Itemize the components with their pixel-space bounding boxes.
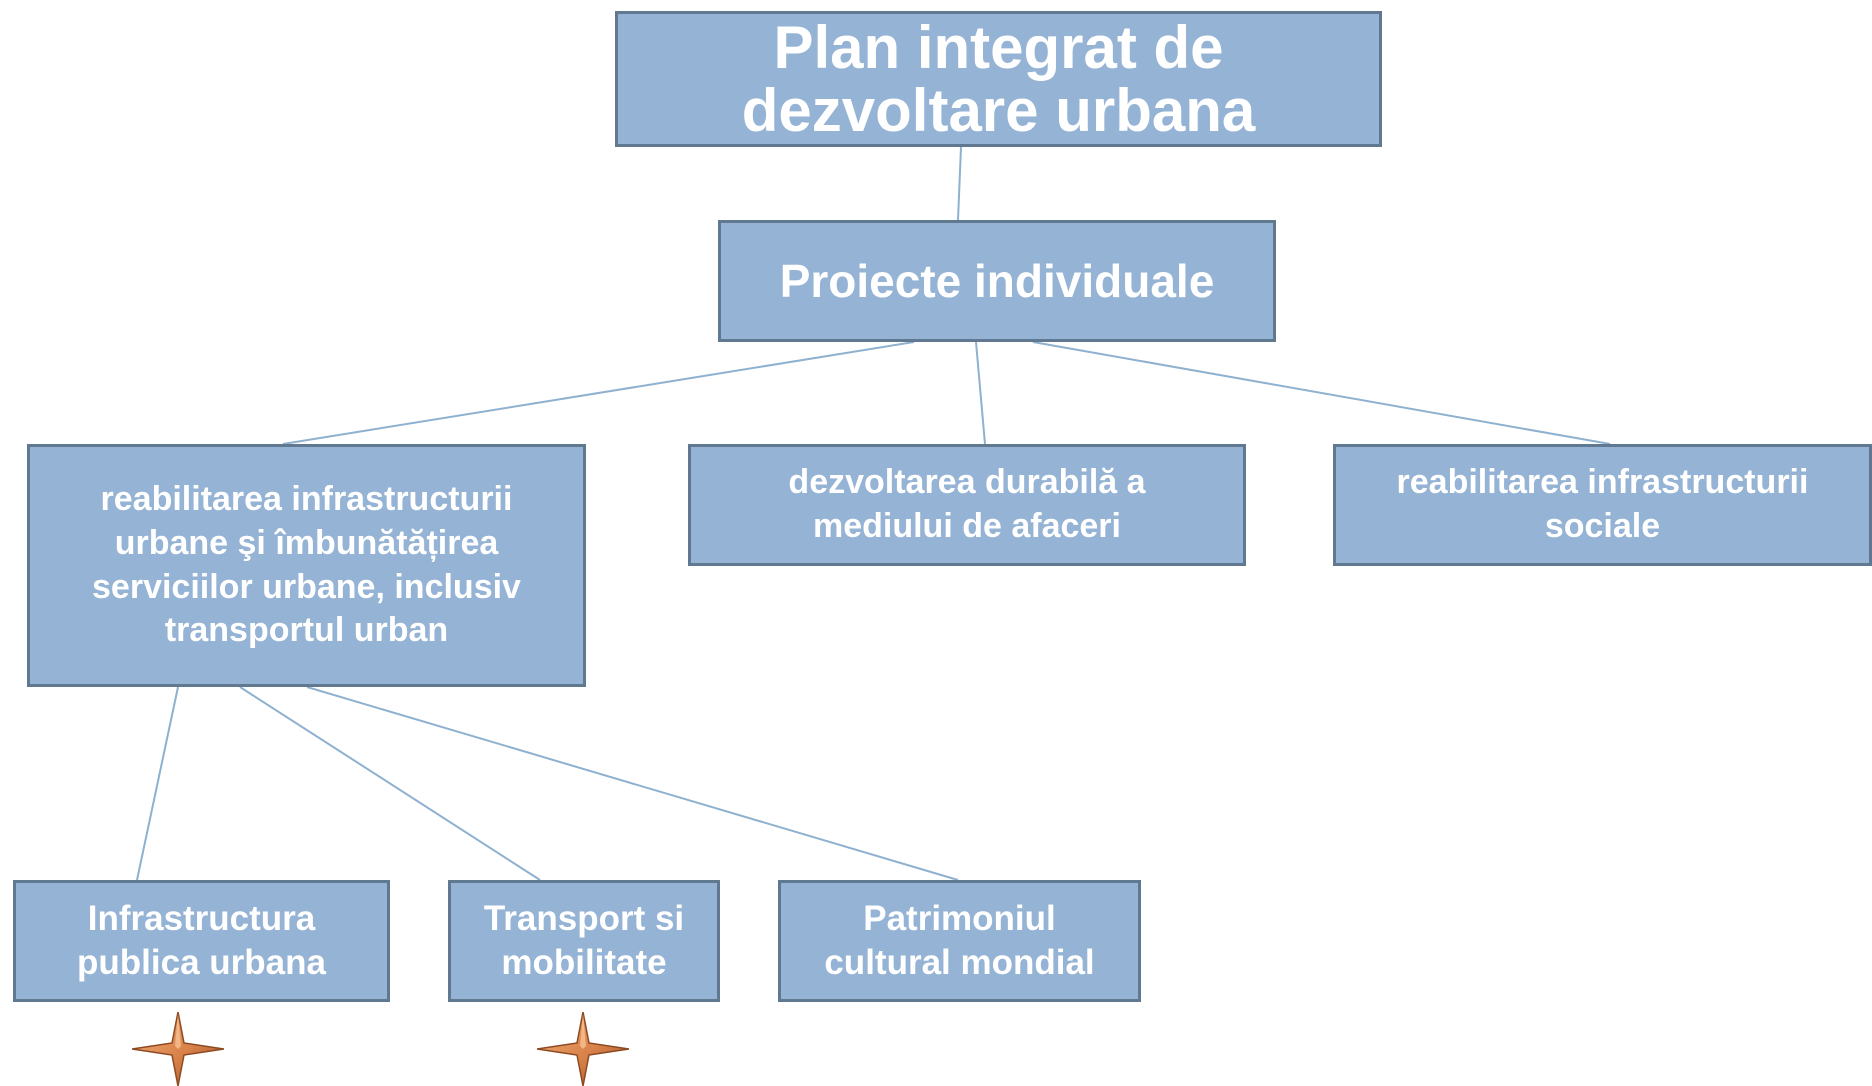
connector-urban-to-public-infrastructure (136, 686, 179, 881)
social-infrastructure-box: reabilitarea infrastructurii sociale (1333, 444, 1872, 566)
urban-infrastructure-box: reabilitarea infrastructurii urbane şi î… (27, 444, 586, 687)
root-node-label: Plan integrat de dezvoltare urbana (741, 14, 1256, 144)
connector-projects-to-business-environment (975, 341, 986, 445)
connector-urban-to-heritage (306, 686, 959, 881)
individual-projects-box: Proiecte individuale (718, 220, 1276, 342)
urban-infrastructure-label: reabilitarea infrastructurii urbane şi î… (92, 480, 521, 650)
public-urban-infrastructure-box: Infrastructura publica urbana (13, 880, 390, 1002)
connector-root-to-projects (957, 146, 962, 221)
world-cultural-heritage-box: Patrimoniul cultural mondial (778, 880, 1141, 1002)
social-infrastructure-label: reabilitarea infrastructurii sociale (1396, 463, 1809, 545)
transport-mobility-label: Transport si mobilitate (483, 898, 685, 982)
business-environment-box: dezvoltarea durabilă a mediului de aface… (688, 444, 1246, 566)
individual-projects-label: Proiecte individuale (779, 254, 1215, 307)
world-cultural-heritage-label: Patrimoniul cultural mondial (824, 898, 1095, 982)
four-point-star-icon (132, 1012, 224, 1086)
public-urban-infrastructure-label: Infrastructura publica urbana (77, 898, 326, 982)
connector-projects-to-social-infrastructure (1032, 341, 1611, 445)
connector-urban-to-transport (239, 686, 541, 881)
business-environment-label: dezvoltarea durabilă a mediului de aface… (788, 463, 1146, 545)
four-point-star-icon (537, 1012, 629, 1086)
root-node-box: Plan integrat de dezvoltare urbana (615, 11, 1382, 147)
transport-mobility-box: Transport si mobilitate (448, 880, 720, 1002)
connector-projects-to-urban-infrastructure (282, 341, 915, 445)
